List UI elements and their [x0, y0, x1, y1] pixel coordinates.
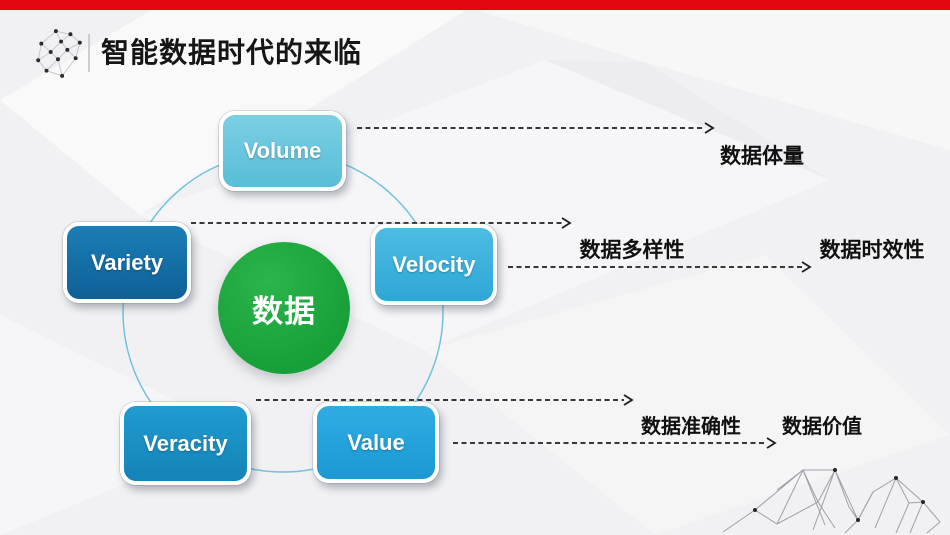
node-value-label: Value — [347, 429, 405, 455]
node-variety-label: Variety — [90, 249, 164, 275]
top-accent-bar — [0, 0, 950, 10]
center-data-circle: 数据 — [218, 242, 350, 374]
center-data-label: 数据 — [252, 293, 316, 329]
slide-title: 智能数据时代的来临 — [101, 37, 363, 68]
logo-network-dots — [36, 29, 82, 78]
logo-network-icon — [36, 29, 82, 78]
annotation-volume: 数据体量 — [720, 145, 804, 168]
node-volume: Volume — [219, 111, 346, 191]
node-volume-label: Volume — [243, 138, 322, 163]
title-divider — [88, 34, 90, 72]
logo-network-lines — [37, 30, 81, 77]
node-velocity: Velocity — [371, 224, 497, 305]
node-veracity-label: Veracity — [143, 430, 228, 456]
annotation-variety: 数据多样性 — [579, 239, 685, 262]
annotation-value: 数据价值 — [782, 416, 862, 438]
node-value: Value — [313, 402, 439, 483]
annotation-veracity: 数据准确性 — [641, 416, 741, 438]
node-veracity: Veracity — [120, 402, 251, 485]
node-variety: Variety — [63, 222, 191, 303]
annotation-velocity: 数据时效性 — [819, 239, 925, 262]
node-velocity-label: Velocity — [392, 251, 476, 277]
